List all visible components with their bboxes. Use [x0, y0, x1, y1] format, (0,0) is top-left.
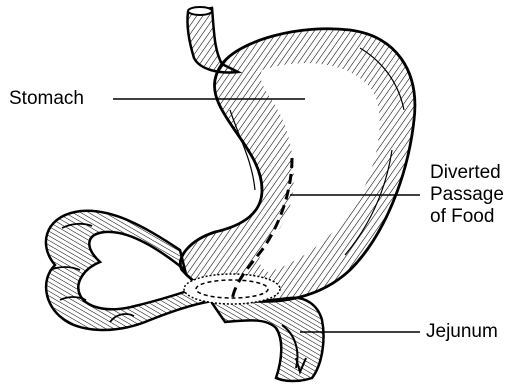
anastomosis-staple-line — [184, 274, 280, 304]
diverted-passage-label: Diverted Passage of Food — [430, 162, 504, 228]
jejunum-label: Jejunum — [426, 321, 498, 343]
jejunum-limb — [210, 298, 324, 381]
stomach-label: Stomach — [9, 88, 84, 110]
